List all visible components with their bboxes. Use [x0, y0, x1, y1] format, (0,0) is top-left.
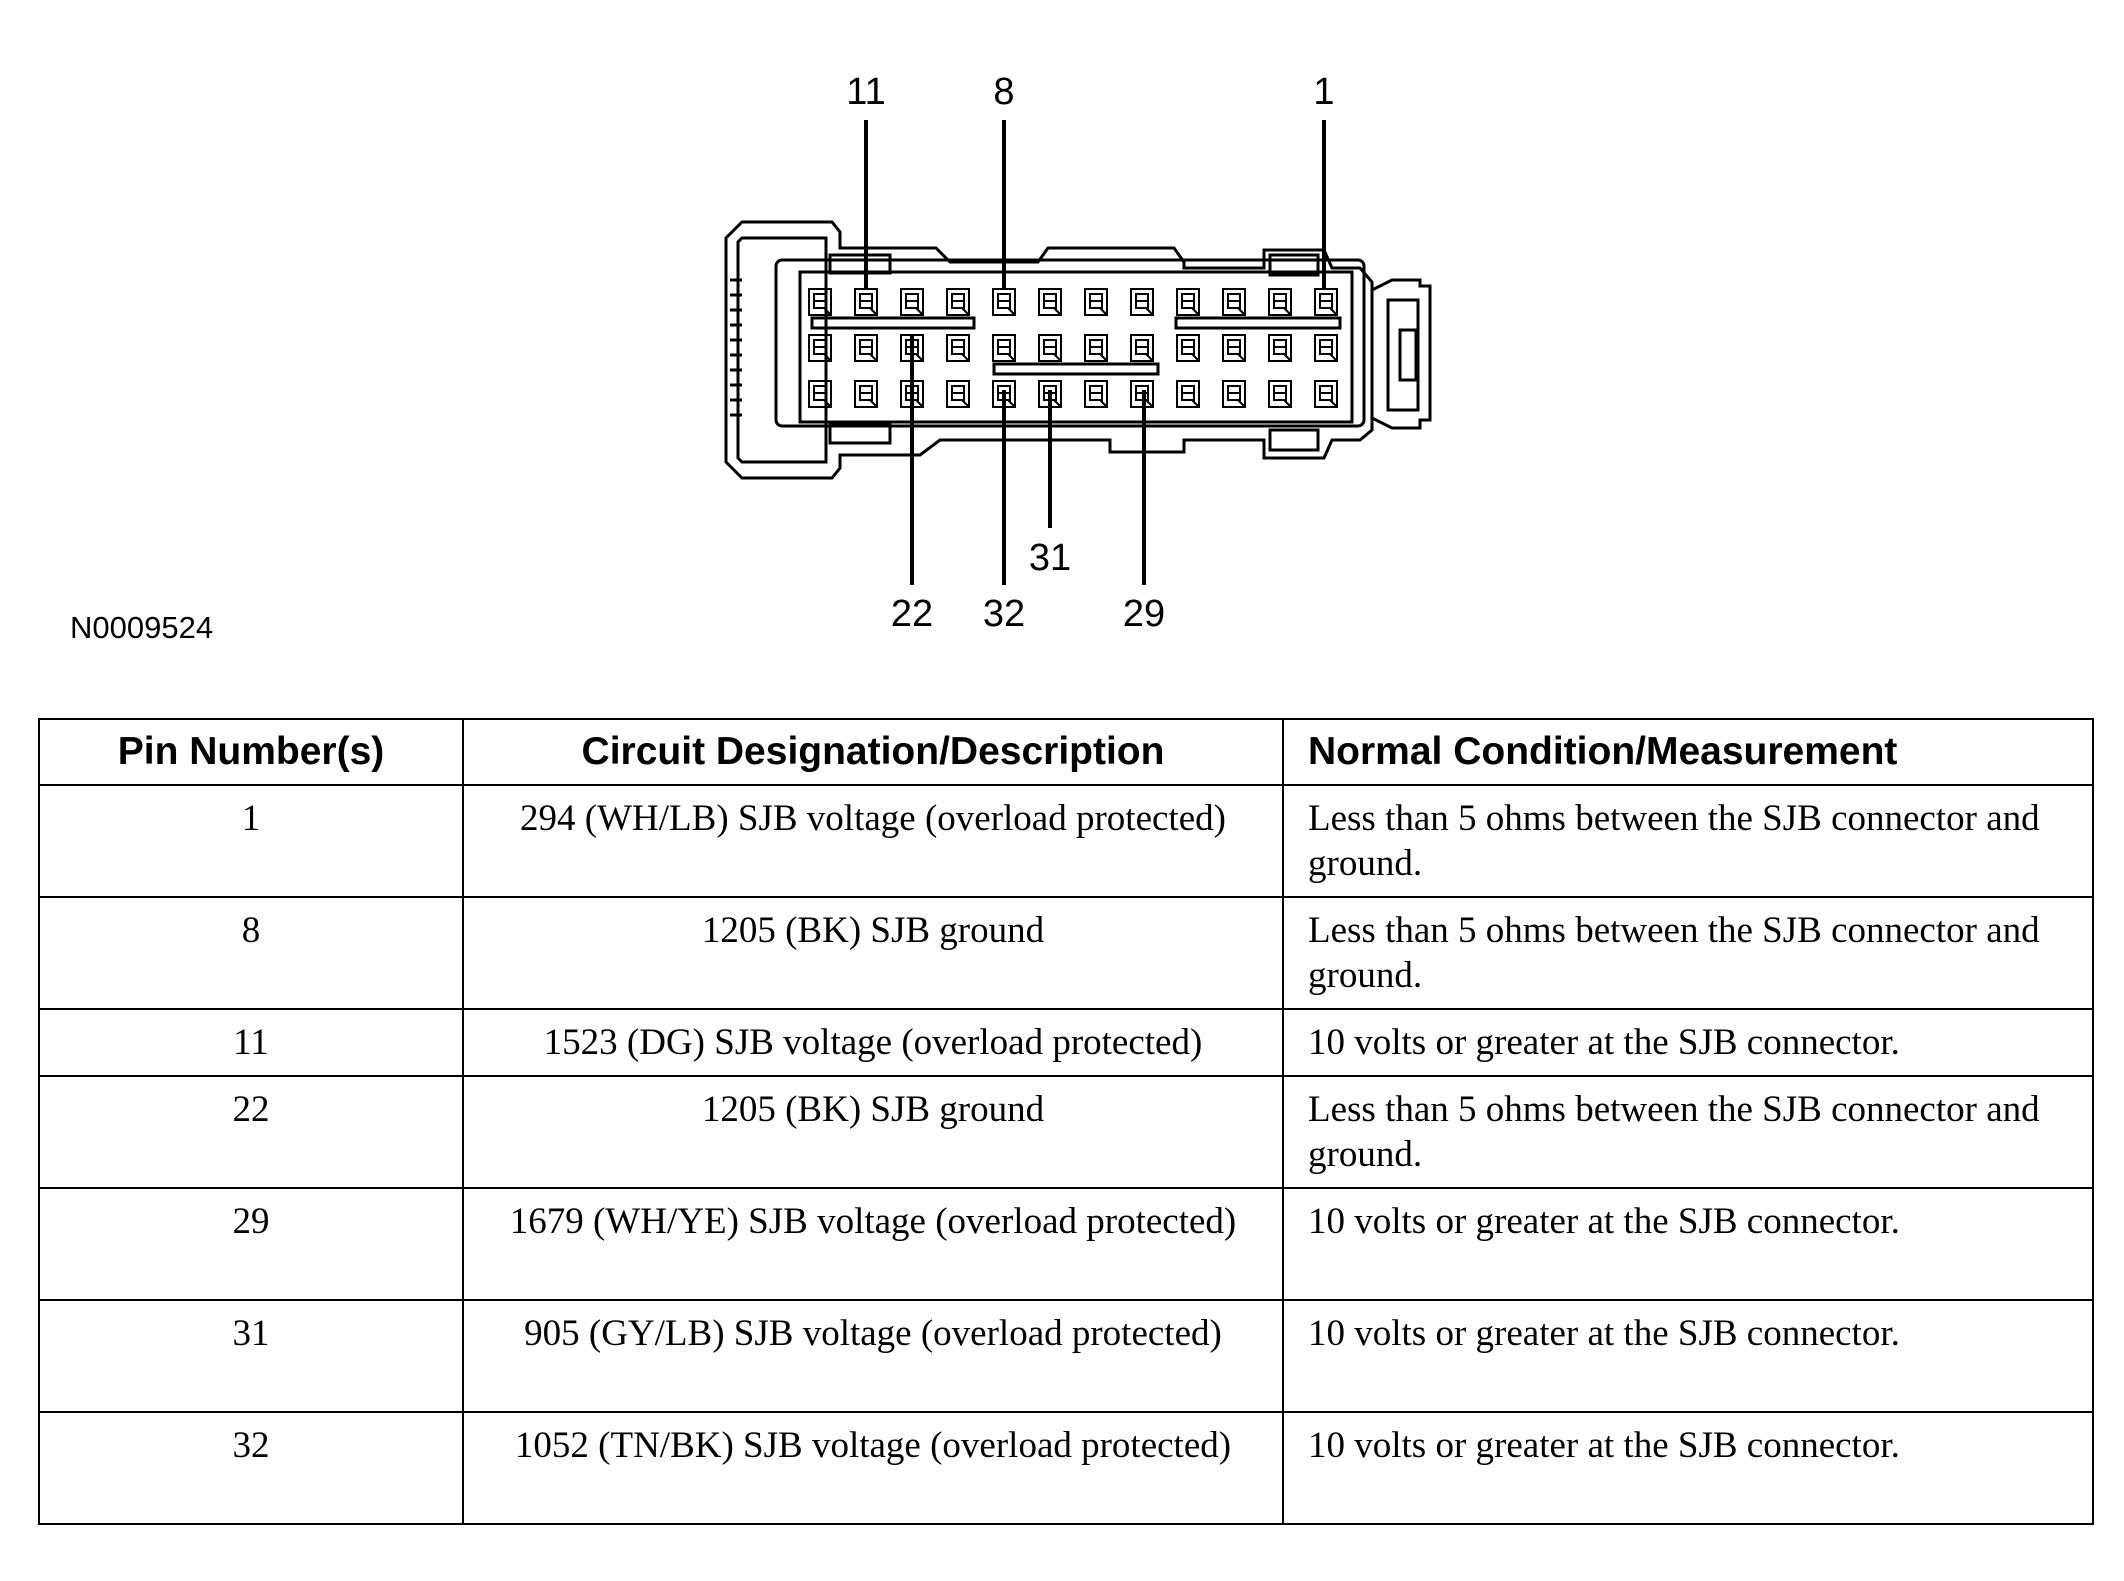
connector-body [724, 220, 1432, 480]
pin-cavity [1130, 288, 1154, 316]
pin-cavity [1176, 334, 1200, 362]
condition-cell: 10 volts or greater at the SJB connector… [1282, 1187, 2094, 1301]
pin-cavity [808, 334, 832, 362]
pin-cavity [1038, 334, 1062, 362]
callout-11: 11 [846, 71, 885, 113]
table-header-row: Pin Number(s) Circuit Designation/Descri… [38, 718, 2094, 786]
pin-table: Pin Number(s) Circuit Designation/Descri… [38, 718, 2094, 1525]
pin-cavity [1268, 288, 1292, 316]
condition-cell: Less than 5 ohms between the SJB connect… [1282, 1075, 2094, 1189]
pin-cavity [1084, 334, 1108, 362]
figure-id: N0009524 [70, 610, 214, 645]
header-circuit-designation: Circuit Designation/Description [462, 718, 1284, 786]
callout-29: 29 [1123, 593, 1165, 635]
pin-cavity [854, 380, 878, 408]
pin-cell: 22 [38, 1075, 464, 1189]
callout-1: 1 [1313, 71, 1334, 113]
pin-cavity [946, 288, 970, 316]
pin-cavity [1176, 288, 1200, 316]
condition-cell: 10 volts or greater at the SJB connector… [1282, 1008, 2094, 1077]
table-row: 1 294 (WH/LB) SJB voltage (overload prot… [38, 784, 2094, 898]
table-row: 31 905 (GY/LB) SJB voltage (overload pro… [38, 1299, 2094, 1413]
circuit-cell: 905 (GY/LB) SJB voltage (overload protec… [462, 1299, 1284, 1413]
pin-cavity [946, 380, 970, 408]
pin-cell: 1 [38, 784, 464, 898]
connector-diagram: 11 8 1 22 32 31 29 [724, 71, 1432, 635]
pin-cavity [1222, 288, 1246, 316]
callout-22: 22 [891, 593, 933, 635]
pin-cavity [1314, 334, 1338, 362]
pin-cavity [992, 334, 1016, 362]
callout-leaders [864, 120, 1326, 585]
pin-cavity [992, 288, 1016, 316]
circuit-cell: 294 (WH/LB) SJB voltage (overload protec… [462, 784, 1284, 898]
pin-cavity [808, 288, 832, 316]
circuit-cell: 1052 (TN/BK) SJB voltage (overload prote… [462, 1411, 1284, 1525]
callout-8: 8 [993, 71, 1014, 113]
pin-cavity [1222, 380, 1246, 408]
pin-cavity [1038, 288, 1062, 316]
pin-cavity [854, 334, 878, 362]
pin-cavity [1084, 380, 1108, 408]
circuit-cell: 1679 (WH/YE) SJB voltage (overload prote… [462, 1187, 1284, 1301]
condition-cell: Less than 5 ohms between the SJB connect… [1282, 896, 2094, 1010]
pin-cell: 31 [38, 1299, 464, 1413]
pin-cell: 11 [38, 1008, 464, 1077]
circuit-cell: 1205 (BK) SJB ground [462, 896, 1284, 1010]
pin-cell: 32 [38, 1411, 464, 1525]
callout-32: 32 [983, 593, 1025, 635]
pin-cell: 29 [38, 1187, 464, 1301]
header-pin-numbers: Pin Number(s) [38, 718, 464, 786]
pin-cavity [1268, 334, 1292, 362]
pin-cavity [1314, 288, 1338, 316]
pin-cavity [1314, 380, 1338, 408]
circuit-cell: 1205 (BK) SJB ground [462, 1075, 1284, 1189]
table-row: 22 1205 (BK) SJB ground Less than 5 ohms… [38, 1075, 2094, 1189]
pin-cavity [808, 380, 832, 408]
pin-cavity [1222, 334, 1246, 362]
pin-cavity [854, 288, 878, 316]
pin-cavity [1176, 380, 1200, 408]
pin-cavity [1084, 288, 1108, 316]
pin-cell: 8 [38, 896, 464, 1010]
condition-cell: 10 volts or greater at the SJB connector… [1282, 1299, 2094, 1413]
condition-cell: Less than 5 ohms between the SJB connect… [1282, 784, 2094, 898]
header-normal-condition: Normal Condition/Measurement [1282, 718, 2094, 786]
table-row: 8 1205 (BK) SJB ground Less than 5 ohms … [38, 896, 2094, 1010]
pin-cavity [946, 334, 970, 362]
table-row: 29 1679 (WH/YE) SJB voltage (overload pr… [38, 1187, 2094, 1301]
table-row: 32 1052 (TN/BK) SJB voltage (overload pr… [38, 1411, 2094, 1525]
table-row: 11 1523 (DG) SJB voltage (overload prote… [38, 1008, 2094, 1077]
pin-cavity [1130, 334, 1154, 362]
condition-cell: 10 volts or greater at the SJB connector… [1282, 1411, 2094, 1525]
pin-cavity [1268, 380, 1292, 408]
pin-cavities [808, 288, 1338, 408]
circuit-cell: 1523 (DG) SJB voltage (overload protecte… [462, 1008, 1284, 1077]
pin-cavity [900, 288, 924, 316]
callout-31: 31 [1029, 537, 1071, 579]
